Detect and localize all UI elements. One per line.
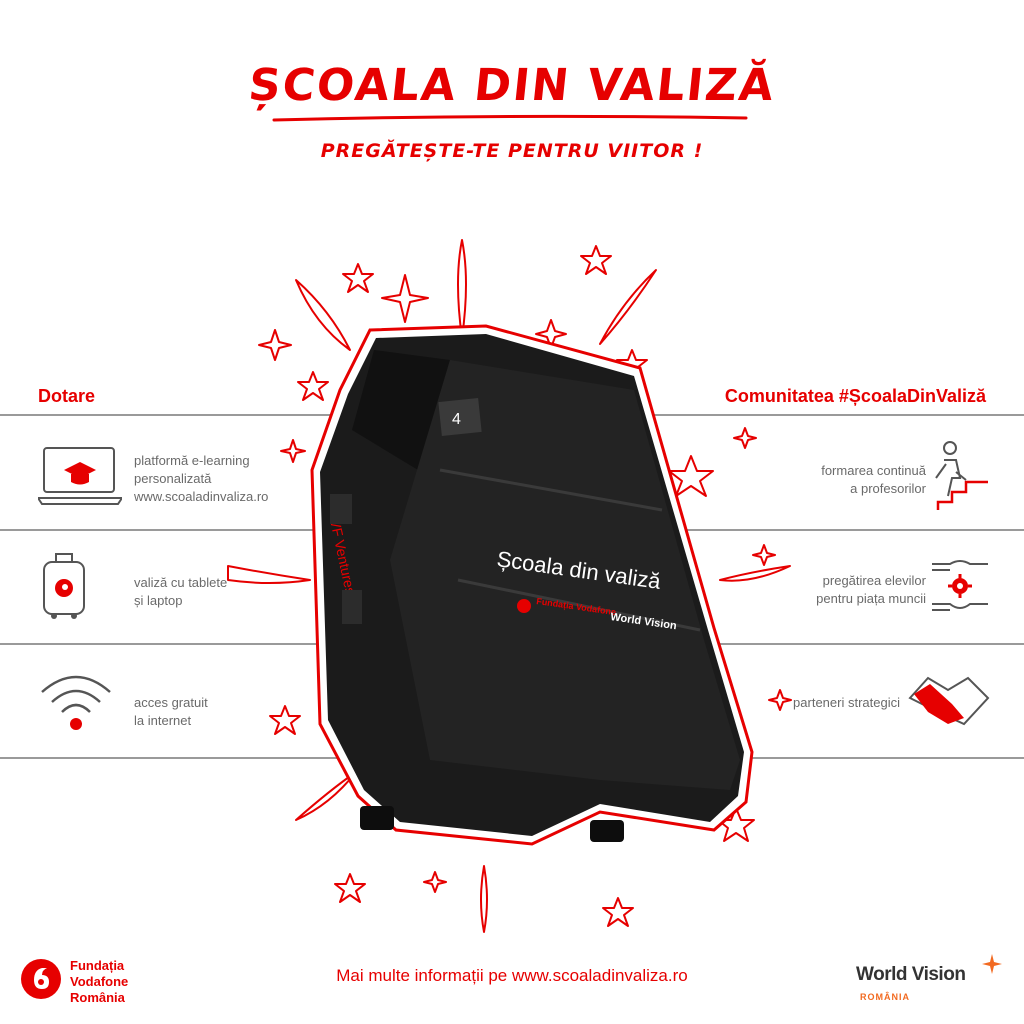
world-vision-star-icon (982, 954, 1002, 974)
suitcase-icon (43, 553, 85, 619)
case-tag-number: 4 (452, 411, 461, 428)
suitcase-photo: 4 Școala din valiză Fundația Vodafone Wo… (310, 324, 754, 846)
vodafone-logo-icon (21, 959, 61, 999)
hands-gear-icon (932, 560, 988, 611)
laptop-graduation-cap-icon (38, 447, 122, 505)
wifi-icon (41, 675, 111, 730)
footer-right-brand-sub: ROMÂNIA (860, 992, 910, 1002)
left-section-heading: Dotare (38, 386, 96, 406)
page-title: ȘCOALA DIN VALIZĂ (246, 60, 778, 111)
feature-elearning-text: platformă e-learning personalizată www.s… (134, 453, 269, 504)
title-underline (272, 114, 748, 122)
handshake-icon (908, 676, 990, 726)
feature-suitcase-text: valiză cu tablete și laptop (134, 575, 228, 608)
feature-students-text: pregătirea elevilor pentru piața muncii (816, 573, 926, 606)
footer-left-brand: Fundația Vodafone România (70, 958, 129, 1005)
person-climbing-stairs-icon (935, 441, 988, 510)
footer-right-brand: World Vision (856, 964, 966, 985)
feature-partners-text: parteneri strategici (793, 695, 900, 710)
page-subtitle: PREGĂTEȘTE-TE PENTRU VIITOR ! (320, 140, 704, 162)
feature-teacher-training-text: formarea continuă a profesorilor (821, 463, 926, 496)
feature-internet-text: acces gratuit la internet (134, 695, 208, 728)
right-section-heading: Comunitatea #ȘcoalaDinValiză (724, 386, 986, 406)
footer-info-link[interactable]: Mai multe informații pe www.scoaladinval… (336, 966, 688, 985)
